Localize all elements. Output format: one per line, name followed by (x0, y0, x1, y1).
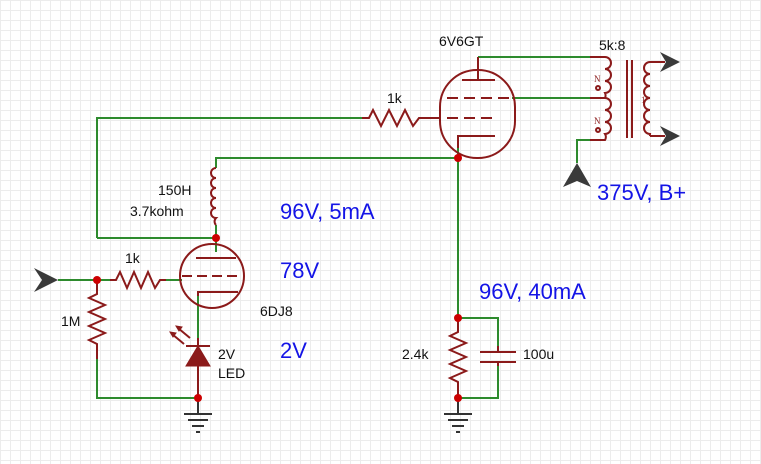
cathode (197, 291, 238, 296)
choke-150h[interactable] (210, 167, 219, 226)
wires (58, 56, 590, 399)
cathode (457, 135, 495, 148)
label-cathode-resistor: 2.4k (402, 346, 429, 362)
ground-left-icon (184, 398, 212, 433)
resistor-1k-power-grid[interactable] (362, 107, 430, 129)
bplus-arrow-icon (563, 163, 591, 187)
annotation-supply: 375V, B+ (597, 180, 686, 205)
node-cathode-rc (454, 314, 462, 322)
wire-cap-bottom (458, 366, 499, 399)
label-led: LED (218, 365, 245, 381)
label-input-resistor: 1k (125, 250, 141, 266)
wire-preamp-plate-to-grid-stopper (96, 117, 362, 238)
resistor-zigzag (362, 107, 430, 129)
wire-cap-top (458, 317, 499, 346)
annotation-preamp-cathode: 2V (280, 338, 307, 363)
node-preamp-plate (212, 234, 220, 242)
choke-winding (210, 167, 219, 226)
node-input (93, 276, 101, 284)
resistor-zigzag (447, 318, 469, 398)
output-transformer[interactable]: N N 1 (590, 56, 665, 141)
pin-label-primary-top: N (594, 74, 601, 84)
led-2v[interactable] (169, 325, 211, 398)
annotation-choke-node: 96V, 5mA (280, 199, 375, 224)
secondary-winding (643, 61, 652, 137)
phase-dot-bottom (595, 127, 601, 133)
node-ground-left (194, 394, 202, 402)
wire-grid-leak-ground (96, 359, 198, 399)
wire-bplus-to-xfmr (576, 139, 590, 163)
pin-label-primary-bottom: N (594, 116, 601, 126)
label-transformer-ratio: 5k:8 (599, 37, 626, 53)
label-preamp-tube: 6DJ8 (260, 303, 293, 319)
led-triangle (185, 345, 211, 367)
phase-dot-top (595, 85, 601, 91)
resistor-2-4k[interactable] (447, 318, 469, 398)
node-cathode (454, 154, 462, 162)
label-power-grid-resistor: 1k (387, 90, 403, 106)
led-light-rays-icon (169, 325, 191, 345)
label-choke-inductance: 150H (158, 182, 191, 198)
capacitor-100u[interactable] (480, 346, 516, 366)
tube-envelope (179, 243, 245, 309)
label-bypass-cap: 100u (523, 346, 554, 362)
output-arrow-top-icon (660, 52, 680, 72)
primary-winding (590, 56, 612, 141)
node-ground-right (454, 394, 462, 402)
output-arrow-bottom-icon (660, 126, 680, 146)
input-arrow-icon (34, 268, 58, 292)
junction-nodes (93, 154, 462, 402)
tube-6v6gt[interactable] (430, 57, 516, 159)
wire-choke-to-cathode (215, 157, 458, 168)
wire-choke-to-plate (97, 225, 217, 239)
ground-right-icon (444, 398, 472, 433)
annotation-preamp-plate: 78V (280, 258, 319, 283)
label-led-voltage: 2V (218, 346, 236, 362)
resistor-zigzag (110, 269, 166, 291)
pin-label-secondary: 1 (641, 95, 646, 105)
resistor-1m[interactable] (86, 280, 108, 359)
label-power-tube: 6V6GT (439, 33, 484, 49)
annotation-power-cathode: 96V, 40mA (479, 279, 586, 304)
resistor-zigzag (86, 280, 108, 359)
tube-6dj8[interactable] (179, 243, 245, 309)
label-grid-leak: 1M (61, 313, 80, 329)
tube-envelope (439, 69, 516, 159)
resistor-1k-input-grid[interactable] (110, 269, 166, 291)
label-choke-resistance: 3.7kohm (130, 203, 184, 219)
